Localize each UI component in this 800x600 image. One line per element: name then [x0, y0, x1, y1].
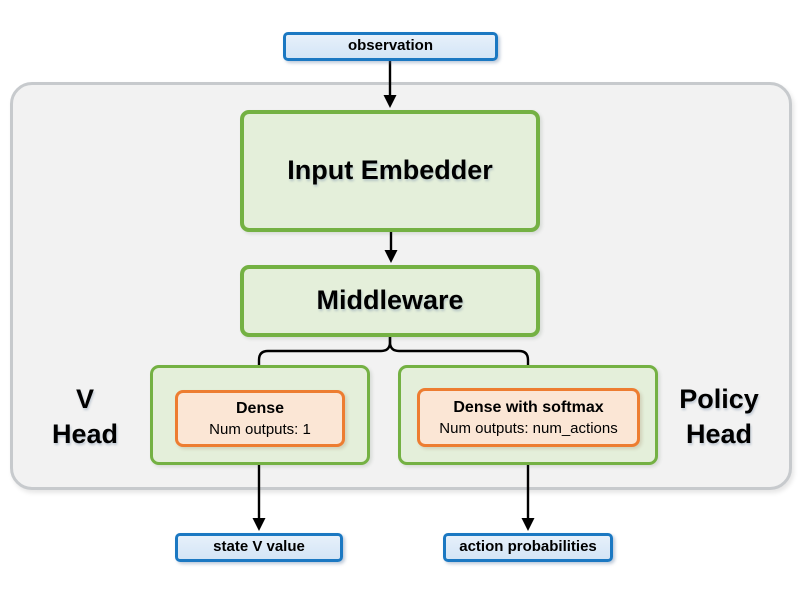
node-middleware: Middleware — [240, 265, 540, 337]
policy-head-label-line1: Policy — [679, 384, 759, 414]
node-dense-softmax-title: Dense with softmax — [453, 398, 604, 416]
node-dense-softmax: Dense with softmax Num outputs: num_acti… — [417, 388, 640, 447]
v-head-label-line2: Head — [51, 419, 119, 449]
node-dense: Dense Num outputs: 1 — [175, 390, 345, 447]
node-action-probabilities: action probabilities — [443, 533, 613, 562]
node-observation: observation — [283, 32, 498, 61]
node-dense-title: Dense — [235, 399, 285, 417]
node-input-embedder: Input Embedder — [240, 110, 540, 232]
node-middleware-label: Middleware — [316, 285, 464, 316]
v-head-label: V Head — [25, 382, 145, 452]
node-dense-subtitle: Num outputs: 1 — [209, 420, 311, 438]
policy-head-label-line2: Head — [685, 419, 753, 449]
node-action-probabilities-label: action probabilities — [459, 538, 597, 556]
node-input-embedder-label: Input Embedder — [287, 155, 493, 186]
node-state-v-value: state V value — [175, 533, 343, 562]
node-state-v-value-label: state V value — [213, 538, 305, 556]
v-head-label-line1: V — [75, 384, 94, 414]
node-observation-label: observation — [347, 37, 434, 55]
policy-head-label: Policy Head — [659, 382, 779, 452]
node-dense-softmax-subtitle: Num outputs: num_actions — [439, 419, 618, 437]
